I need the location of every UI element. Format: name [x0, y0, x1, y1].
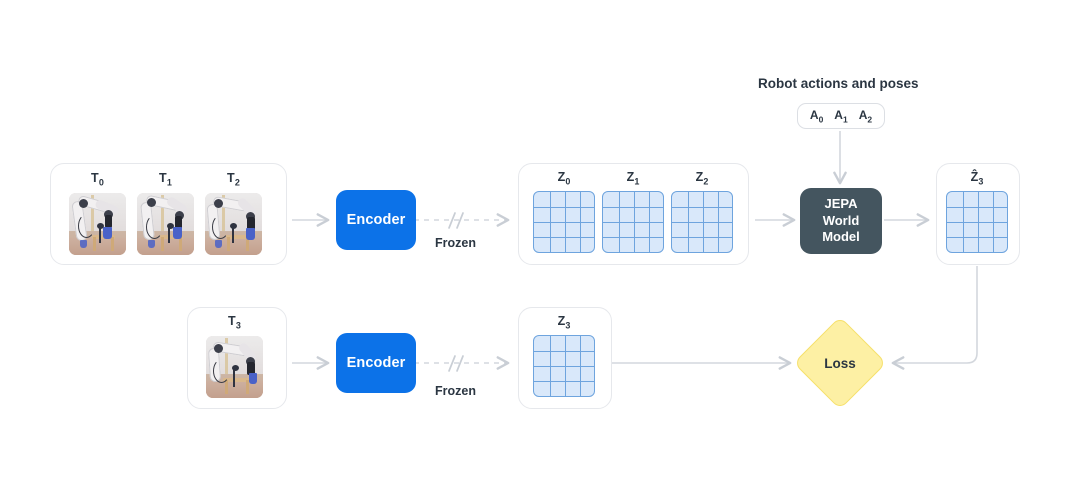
- latent-item-z1: Z1: [602, 170, 664, 253]
- frozen-slash-icon-bottom: [448, 355, 464, 372]
- frame-label-t0: T0: [90, 171, 105, 188]
- latent-grid-z1: [602, 190, 664, 253]
- actions-caption: Robot actions and poses: [758, 76, 919, 91]
- latent-item-z2: Z2: [671, 170, 733, 253]
- frame-label-t2: T2: [226, 171, 241, 188]
- world-model-line-1: JEPA: [824, 196, 858, 212]
- latent-item-z0: Z0: [533, 170, 595, 253]
- frame-item-t2: T2: [205, 171, 262, 255]
- frozen-slash-icon-top: [448, 212, 464, 229]
- frame-label-t1: T1: [158, 171, 173, 188]
- latent-grid-z2: [671, 190, 733, 253]
- frame-label-t3: T3: [227, 314, 242, 331]
- frame-item-t3: T3: [206, 314, 263, 398]
- world-model-line-2: World: [822, 212, 860, 228]
- latent-grid-z3: [533, 334, 595, 397]
- frame-item-t1: T1: [137, 171, 194, 255]
- action-token-a1: A1: [834, 107, 848, 125]
- latent-item-z3: Z3: [533, 314, 595, 397]
- action-token-a2: A2: [858, 107, 873, 125]
- loss-node[interactable]: Loss: [793, 316, 887, 410]
- encoder-bottom[interactable]: Encoder: [336, 333, 416, 393]
- frame-item-t0: T0: [69, 171, 126, 255]
- loss-label: Loss: [824, 355, 856, 371]
- frozen-caption-bottom: Frozen: [435, 384, 476, 398]
- latent-label-z3: Z3: [557, 314, 571, 331]
- robot-arm-photo-icon: [206, 335, 263, 398]
- encoder-top[interactable]: Encoder: [336, 190, 416, 250]
- latent-grid-zhat3: [946, 190, 1008, 253]
- latent-label-z1: Z1: [626, 170, 640, 187]
- latent-label-z2: Z2: [695, 170, 709, 187]
- robot-arm-photo-icon: [205, 192, 262, 255]
- action-tokens-chip: A0 A1 A2: [797, 103, 885, 129]
- latent-label-zhat3: Ẑ3: [970, 170, 984, 187]
- world-model-line-3: Model: [822, 229, 860, 245]
- frozen-caption-top: Frozen: [435, 236, 476, 250]
- wire-predicted-to-loss: [891, 266, 978, 370]
- latent-item-zhat3: Ẑ3: [946, 170, 1008, 253]
- robot-arm-photo-icon: [69, 192, 126, 255]
- robot-arm-photo-icon: [137, 192, 194, 255]
- action-token-a0: A0: [809, 107, 824, 125]
- jepa-world-model-box[interactable]: JEPA World Model: [800, 188, 882, 254]
- latent-label-z0: Z0: [557, 170, 571, 187]
- latent-grid-z0: [533, 190, 595, 253]
